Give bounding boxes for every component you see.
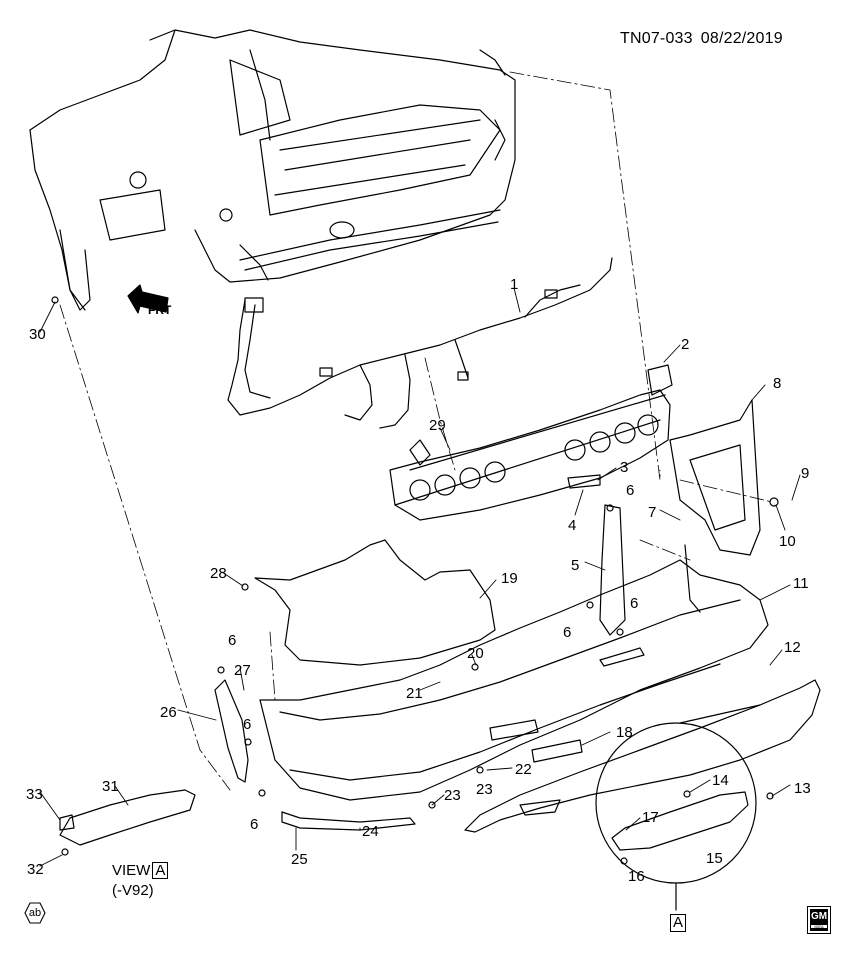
reflector — [531, 739, 583, 763]
leader-lines — [39, 287, 801, 867]
callout-6: 6 — [228, 632, 237, 649]
callout-15: 15 — [706, 850, 723, 867]
callout-9: 9 — [801, 465, 810, 482]
gm-logo-bottom: IDEA — [814, 924, 824, 929]
detail-letter-box: A — [670, 914, 687, 932]
callout-31: 31 — [102, 778, 119, 795]
ab-badge-text: ab — [28, 907, 42, 919]
callout-7: 7 — [648, 504, 657, 521]
side-bracket-left — [214, 679, 249, 783]
vehicle-rear-body — [29, 29, 516, 311]
bumper-fascia — [259, 544, 769, 801]
callout-6: 6 — [626, 482, 635, 499]
callout-23: 23 — [476, 781, 493, 798]
alignment-lines — [59, 71, 773, 791]
callout-30: 30 — [29, 326, 46, 343]
bracket-5 — [599, 504, 626, 636]
callout-29: 29 — [429, 417, 446, 434]
callout-23: 23 — [444, 787, 461, 804]
callout-11: 11 — [793, 575, 809, 592]
callout-6: 6 — [563, 624, 572, 641]
callout-14: 14 — [712, 772, 729, 789]
callout-13: 13 — [794, 780, 811, 797]
callout-26: 26 — [160, 704, 177, 721]
bracket-3 — [567, 474, 601, 489]
callout-16: 16 — [628, 868, 645, 885]
side-bracket — [669, 399, 761, 556]
fasteners — [51, 296, 779, 865]
callout-12: 12 — [784, 639, 801, 656]
upper-fascia — [254, 539, 496, 666]
callout-25: 25 — [291, 851, 308, 868]
callout-32: 32 — [27, 861, 44, 878]
view-letter-box: A — [152, 862, 169, 879]
diagram-date: 08/22/2019 — [700, 30, 783, 47]
callout-6: 6 — [250, 816, 259, 833]
callout-19: 19 — [501, 570, 518, 587]
view-a-part — [59, 789, 196, 846]
gm-logo: GM IDEA — [807, 906, 831, 934]
callout-6: 6 — [243, 716, 252, 733]
callout-21: 21 — [406, 685, 423, 702]
diagram-code: TN07-033 — [620, 30, 693, 47]
view-variant: (-V92) — [112, 882, 154, 899]
ab-badge-icon: ab — [24, 902, 46, 924]
frt-label: FRT — [148, 303, 172, 317]
callout-20: 20 — [467, 645, 484, 662]
callout-4: 4 — [568, 517, 577, 534]
callout-2: 2 — [681, 336, 690, 353]
view-prefix: VIEW — [112, 862, 151, 879]
impact-bar — [389, 364, 673, 521]
callout-17: 17 — [642, 809, 659, 826]
gm-logo-top: GM — [810, 911, 828, 922]
callout-27: 27 — [234, 662, 251, 679]
callout-6: 6 — [630, 595, 639, 612]
callout-28: 28 — [210, 565, 227, 582]
frt-arrow-icon — [127, 284, 169, 314]
callout-24: 24 — [362, 823, 379, 840]
callout-10: 10 — [779, 533, 796, 550]
callout-18: 18 — [616, 724, 633, 741]
lower-trim-strip — [281, 811, 416, 831]
diagram-header: TN07-033 08/22/2019 — [620, 30, 791, 48]
callout-22: 22 — [515, 761, 532, 778]
callout-1: 1 — [510, 276, 519, 293]
callout-5: 5 — [571, 557, 580, 574]
lower-valance — [464, 679, 821, 833]
detail-circle — [595, 722, 757, 884]
wiring-harness — [227, 257, 613, 429]
callout-8: 8 — [773, 375, 782, 392]
callout-33: 33 — [26, 786, 43, 803]
callout-3: 3 — [620, 459, 629, 476]
